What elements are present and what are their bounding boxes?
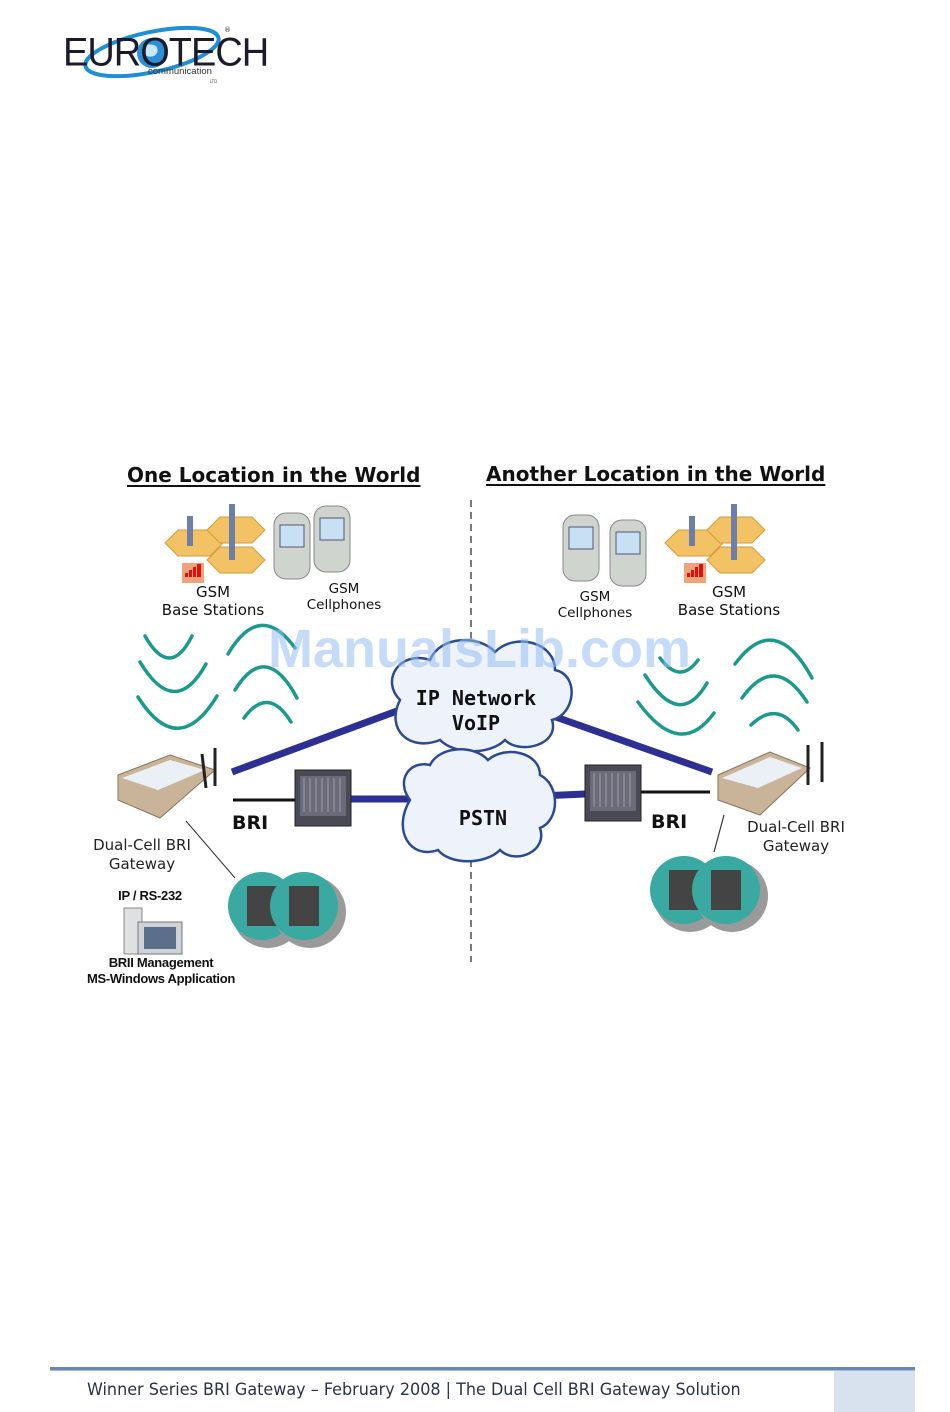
link-left-phones: [185, 820, 236, 879]
right-pbx-icon: [584, 764, 642, 822]
label-line: GSM: [579, 589, 611, 605]
label-line: MS-Windows Application: [86, 971, 236, 986]
footer-divider: [50, 1367, 915, 1370]
right-bri-label: BRI: [651, 811, 688, 833]
right-base-stations-label: GSM Base Stations: [666, 583, 792, 619]
logo-registered: ®: [224, 26, 231, 34]
label-line: GSM: [328, 581, 360, 597]
left-location-heading: One Location in the World: [127, 463, 421, 487]
watermark: ManualsLib.com: [268, 619, 692, 679]
label-line: IP Network: [415, 686, 537, 710]
ip-network-label: IP Network VoIP: [400, 686, 552, 736]
left-base-stations-label: GSM Base Stations: [150, 583, 276, 619]
left-telephones-icon: [228, 872, 346, 948]
eurotech-logo: EUROTECH ® communication LTD: [60, 18, 269, 88]
wave-arc: [242, 700, 293, 724]
wave-arc: [136, 694, 219, 730]
right-gsm-base-stations-icon: [664, 504, 766, 583]
label-line: BRII Management: [108, 955, 214, 970]
footer-text: Winner Series BRI Gateway – February 200…: [87, 1380, 741, 1399]
label-line: Cellphones: [306, 597, 382, 613]
label-line: Base Stations: [161, 601, 265, 619]
wave-arc: [143, 634, 194, 660]
left-radio-waves: [136, 623, 299, 730]
wave-arc: [749, 711, 800, 732]
left-gsm-cellphones-icon: [273, 505, 351, 580]
label-line: Gateway: [108, 855, 176, 873]
management-app-label: BRII Management MS-Windows Application: [68, 955, 254, 987]
right-radio-waves: [636, 638, 814, 736]
left-cellphones-label: GSM Cellphones: [300, 581, 388, 613]
right-cellphones-label: GSM Cellphones: [550, 589, 640, 621]
management-pc-icon: [123, 907, 183, 955]
left-bri-label: BRI: [232, 812, 269, 834]
link-right-phones: [713, 814, 725, 853]
link-right-gateway-ip: [548, 711, 714, 776]
right-location-heading: Another Location in the World: [486, 462, 826, 486]
page-number-box: [834, 1371, 915, 1412]
wave-arc: [643, 673, 709, 707]
wave-arc: [636, 700, 716, 736]
link-left-gateway-ip: [230, 704, 407, 776]
logo-subtitle: communication: [148, 66, 212, 77]
label-line: Dual-Cell BRI: [93, 836, 191, 854]
label-line: Cellphones: [557, 605, 633, 621]
right-gsm-cellphones-icon: [562, 514, 647, 587]
wave-arc: [138, 660, 208, 694]
wave-arc: [658, 656, 700, 674]
logo-ltd: LTD: [210, 79, 218, 84]
right-gateway-label: Dual-Cell BRI Gateway: [736, 818, 856, 856]
logo-brand: EUROTECH: [63, 30, 269, 76]
wave-arc: [226, 623, 297, 656]
logo-swoosh-icon: [83, 25, 221, 79]
wave-arc: [740, 674, 809, 704]
label-line: Base Stations: [677, 601, 781, 619]
pstn-cloud-icon: [401, 748, 557, 863]
label-line: VoIP: [451, 711, 501, 735]
footer-divider-light: [50, 1370, 915, 1371]
left-gsm-base-stations-icon: [164, 504, 266, 583]
label-line: GSM: [711, 583, 747, 601]
label-line: Dual-Cell BRI: [747, 818, 845, 836]
wave-arc: [733, 638, 814, 680]
right-telephones-icon: [650, 856, 768, 932]
left-gateway-label: Dual-Cell BRI Gateway: [82, 836, 202, 874]
left-gateway-device-icon: [117, 748, 217, 819]
wave-arc: [233, 665, 299, 700]
label-line: Gateway: [762, 837, 830, 855]
ip-network-cloud-icon: [390, 639, 573, 753]
label-line: GSM: [195, 583, 231, 601]
left-pbx-icon: [294, 769, 352, 827]
management-connection-label: IP / RS-232: [118, 888, 182, 903]
pstn-label: PSTN: [458, 806, 508, 830]
right-gateway-device-icon: [717, 742, 824, 816]
